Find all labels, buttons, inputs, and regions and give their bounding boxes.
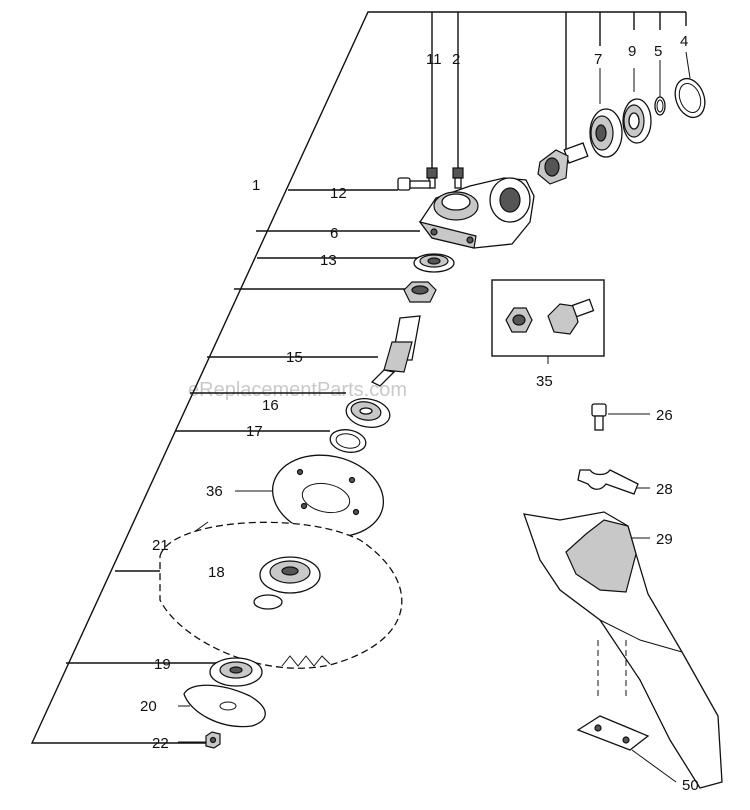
guard-part-29 [523, 511, 723, 789]
clamp-part-28 [577, 469, 639, 495]
gear-set-box-part-35 [491, 279, 605, 357]
callout-1: 1 [252, 177, 260, 194]
gear-case-part-9 [418, 177, 535, 249]
callout-20: 20 [140, 698, 157, 715]
bolt-part-26 [591, 403, 607, 431]
callout-6: 7 [594, 51, 602, 68]
bearing-part-13 [413, 253, 455, 273]
callout-28: 28 [656, 481, 673, 498]
callout-22: 22 [152, 735, 169, 752]
washer-part-17 [329, 429, 367, 453]
shaft-part-15 [370, 315, 421, 387]
callout-17: 17 [246, 423, 263, 440]
callout-19: 19 [154, 656, 171, 673]
callout-12: 12 [330, 185, 347, 202]
callout-15: 15 [286, 349, 303, 366]
callout-5: 5 [654, 43, 662, 60]
callout-2: 2 [452, 51, 460, 68]
plate-part-50 [576, 640, 650, 751]
callout-labels: 11 2 7 9 5 4 1 12 6 13 15 16 17 35 36 21… [140, 33, 699, 794]
pinion-gear [537, 142, 589, 185]
nut-part-22 [205, 731, 221, 749]
callout-13: 13 [320, 252, 337, 269]
callout-26: 26 [656, 407, 673, 424]
callout-50: 50 [682, 777, 699, 794]
callout-9: 6 [330, 225, 338, 242]
callout-35: 35 [536, 373, 553, 390]
bevel-gear [403, 281, 437, 303]
callout-21: 21 [152, 537, 169, 554]
callout-18: 18 [208, 564, 225, 581]
callout-11: 11 [426, 51, 442, 68]
callout-7: 9 [628, 43, 636, 60]
screws-part-2-11 [426, 167, 464, 189]
watermark: eReplacementParts.com [188, 379, 407, 401]
ring-part-5 [654, 96, 666, 116]
callout-29: 29 [656, 531, 673, 548]
bearing-part-7 [622, 98, 652, 144]
bearing-part-16 [345, 398, 391, 428]
callout-16: 16 [262, 397, 279, 414]
callout-36: 36 [206, 483, 223, 500]
circlip-part-4 [674, 77, 706, 119]
flange-part-19 [209, 657, 263, 687]
flange-part-18 [259, 556, 321, 594]
saw-blade [159, 521, 403, 669]
bearing-part-6 [589, 108, 623, 158]
cover-part-20 [183, 684, 266, 728]
callout-4: 4 [680, 33, 688, 50]
bolt-part-12 [397, 177, 431, 191]
